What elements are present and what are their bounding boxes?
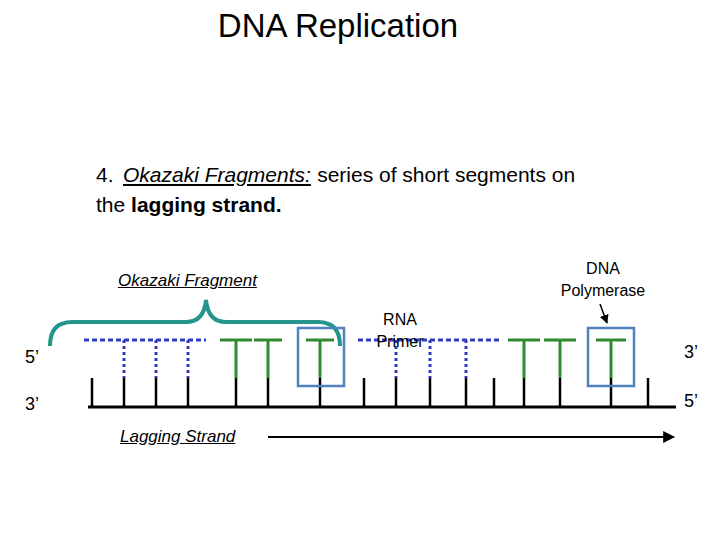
- diagram-label: 5’: [25, 347, 65, 369]
- fragment-brace: [50, 300, 340, 346]
- diagram-label: 5’: [684, 391, 720, 413]
- definition-text: 4.: [96, 163, 114, 186]
- strand-backbone: [88, 406, 676, 409]
- definition-text: Okazaki Fragments:: [123, 163, 311, 186]
- pointer-arrow: [600, 304, 607, 323]
- rna-primer-strand: [84, 340, 502, 378]
- diagram-label: Okazaki Fragment: [118, 271, 318, 291]
- diagram-label: DNA Polymerase: [558, 258, 648, 302]
- diagram-label: RNA Primer: [365, 309, 435, 353]
- direction-arrow: [268, 436, 674, 438]
- polymerase-box: [298, 328, 344, 386]
- definition-paragraph: 4.Okazaki Fragments:series of short segm…: [96, 160, 656, 220]
- diagram-label: 3’: [684, 342, 720, 364]
- definition-text: lagging strand.: [131, 193, 282, 216]
- diagram-label: 3’: [25, 394, 65, 416]
- base-teeth: [92, 378, 648, 407]
- diagram-label: Lagging Strand: [120, 427, 280, 447]
- polymerase-box: [588, 328, 634, 386]
- slide-title: DNA Replication: [188, 6, 488, 46]
